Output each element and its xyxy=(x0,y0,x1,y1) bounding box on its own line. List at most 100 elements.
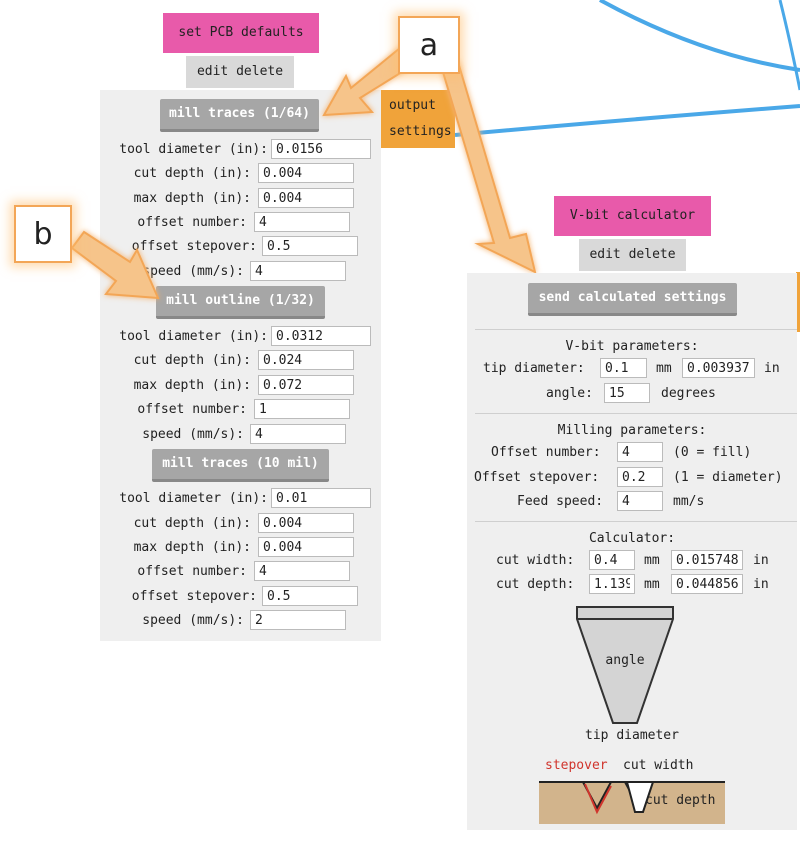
max-depth-input[interactable] xyxy=(258,375,354,395)
tool-diameter-row: tool diameter (in): xyxy=(100,488,381,510)
tool-diameter-input[interactable] xyxy=(271,139,371,159)
vbit-offset-number-input[interactable] xyxy=(617,442,663,462)
feed-speed-input[interactable] xyxy=(617,491,663,511)
cut-width-diagram-label: cut width xyxy=(623,758,694,773)
speed-input[interactable] xyxy=(250,424,346,444)
tool-diameter-input[interactable] xyxy=(271,326,371,346)
max-depth-row: max depth (in): xyxy=(100,375,381,397)
unit-in: in xyxy=(753,553,769,568)
field-label: speed (mm/s): xyxy=(142,264,244,279)
speed-row: speed (mm/s): xyxy=(100,261,381,283)
arrow-a-to-vbit-calculator xyxy=(438,61,537,274)
callout-a: a xyxy=(398,16,460,74)
output-settings-tab[interactable]: output settings xyxy=(381,90,455,148)
field-label: cut depth (in): xyxy=(133,353,251,368)
unit-mm: mm xyxy=(656,361,672,376)
vbit-offset-stepover-input[interactable] xyxy=(617,467,663,487)
vbit-shape-diagram xyxy=(576,606,674,724)
max-depth-input[interactable] xyxy=(258,188,354,208)
vbit-calculator-title[interactable]: V-bit calculator xyxy=(554,196,711,236)
offset-stepover-input[interactable] xyxy=(262,586,358,606)
cut-width-in-input[interactable] xyxy=(671,550,743,570)
field-label: tool diameter (in): xyxy=(119,491,268,506)
field-label: cut depth (in): xyxy=(133,516,251,531)
cut-depth-diagram-label: cut depth xyxy=(645,793,716,808)
field-label: max depth (in): xyxy=(133,191,251,206)
field-label: offset stepover: xyxy=(131,589,257,604)
field-label: max depth (in): xyxy=(133,540,251,555)
unit-mm: mm xyxy=(644,553,660,568)
cut-depth-row: cut depth (in): xyxy=(100,513,381,535)
offset-number-input[interactable] xyxy=(254,561,350,581)
offset-stepover-note: (1 = diameter) xyxy=(673,470,783,485)
tool-diameter-row: tool diameter (in): xyxy=(100,326,381,348)
field-label: tool diameter (in): xyxy=(119,329,268,344)
edit-delete-button[interactable]: edit delete xyxy=(186,56,294,88)
unit-in: in xyxy=(764,361,780,376)
feed-speed-unit: mm/s xyxy=(673,494,705,509)
speed-input[interactable] xyxy=(250,610,346,630)
cut-depth-input[interactable] xyxy=(258,513,354,533)
field-label: tool diameter (in): xyxy=(119,142,268,157)
offset-stepover-row: offset stepover: xyxy=(100,236,381,258)
offset-number-input[interactable] xyxy=(254,399,350,419)
tip-diameter-diagram-label: tip diameter xyxy=(585,728,679,743)
output-port-marker xyxy=(796,272,800,332)
degrees-unit: degrees xyxy=(661,386,716,401)
offset-number-note: (0 = fill) xyxy=(673,445,752,460)
speed-row: speed (mm/s): xyxy=(100,424,381,446)
tip-diameter-in-input[interactable] xyxy=(682,358,755,378)
tip-diameter-mm-input[interactable] xyxy=(600,358,647,378)
cut-depth-input[interactable] xyxy=(258,163,354,183)
field-label: offset number: xyxy=(137,402,247,417)
offset-number-row: offset number: xyxy=(100,212,381,234)
cut-width-mm-input[interactable] xyxy=(589,550,635,570)
angle-input[interactable] xyxy=(604,383,650,403)
angle-diagram-label: angle xyxy=(605,653,645,668)
offset-stepover-input[interactable] xyxy=(262,236,358,256)
field-label: offset stepover: xyxy=(131,239,257,254)
callout-b: b xyxy=(14,205,72,263)
cut-width-label: cut width: xyxy=(496,553,575,568)
mill-traces-10-mil-button[interactable]: mill traces (10 mil) xyxy=(152,449,329,482)
cut-depth-in-input[interactable] xyxy=(671,574,743,594)
unit-in: in xyxy=(753,577,769,592)
offset-number-row: offset number: xyxy=(100,561,381,583)
mill-traces-1-64-button[interactable]: mill traces (1/64) xyxy=(160,99,319,132)
field-label: speed (mm/s): xyxy=(142,613,244,628)
divider xyxy=(475,329,797,330)
vbit-edit-delete-button[interactable]: edit delete xyxy=(579,239,686,271)
stepover-diagram-label: stepover xyxy=(545,758,608,773)
cut-depth-row: cut depth (in): xyxy=(100,350,381,372)
divider xyxy=(475,413,797,414)
field-label: max depth (in): xyxy=(133,378,251,393)
calculator-heading: Calculator: xyxy=(588,531,676,546)
unit-mm: mm xyxy=(644,577,660,592)
offset-number-row: offset number: xyxy=(100,399,381,421)
set-pcb-defaults-button[interactable]: set PCB defaults xyxy=(163,13,319,53)
field-label: offset number: xyxy=(137,564,247,579)
mill-outline-1-32-button[interactable]: mill outline (1/32) xyxy=(156,286,325,319)
vbit-calculator-panel: send calculated settings V-bit parameter… xyxy=(467,273,797,830)
cut-profile-diagram xyxy=(539,781,725,824)
output-tab-label: output xyxy=(389,98,436,113)
speed-input[interactable] xyxy=(250,261,346,281)
tool-diameter-input[interactable] xyxy=(271,488,371,508)
offset-number-input[interactable] xyxy=(254,212,350,232)
feed-speed-label: Feed speed: xyxy=(517,494,604,509)
pcb-defaults-panel: mill traces (1/64) tool diameter (in): c… xyxy=(100,90,381,641)
settings-tab-label: settings xyxy=(389,124,452,139)
angle-label: angle: xyxy=(546,386,593,401)
divider xyxy=(475,521,797,522)
tip-diameter-label: tip diameter: xyxy=(483,361,585,376)
cut-depth-input[interactable] xyxy=(258,350,354,370)
field-label: cut depth (in): xyxy=(133,166,251,181)
cut-depth-row: cut depth (in): xyxy=(100,163,381,185)
cut-depth-mm-input[interactable] xyxy=(589,574,635,594)
cut-depth-label: cut depth: xyxy=(496,577,575,592)
max-depth-input[interactable] xyxy=(258,537,354,557)
vbit-parameters-heading: V-bit parameters: xyxy=(565,339,699,354)
send-calculated-settings-button[interactable]: send calculated settings xyxy=(528,283,737,316)
